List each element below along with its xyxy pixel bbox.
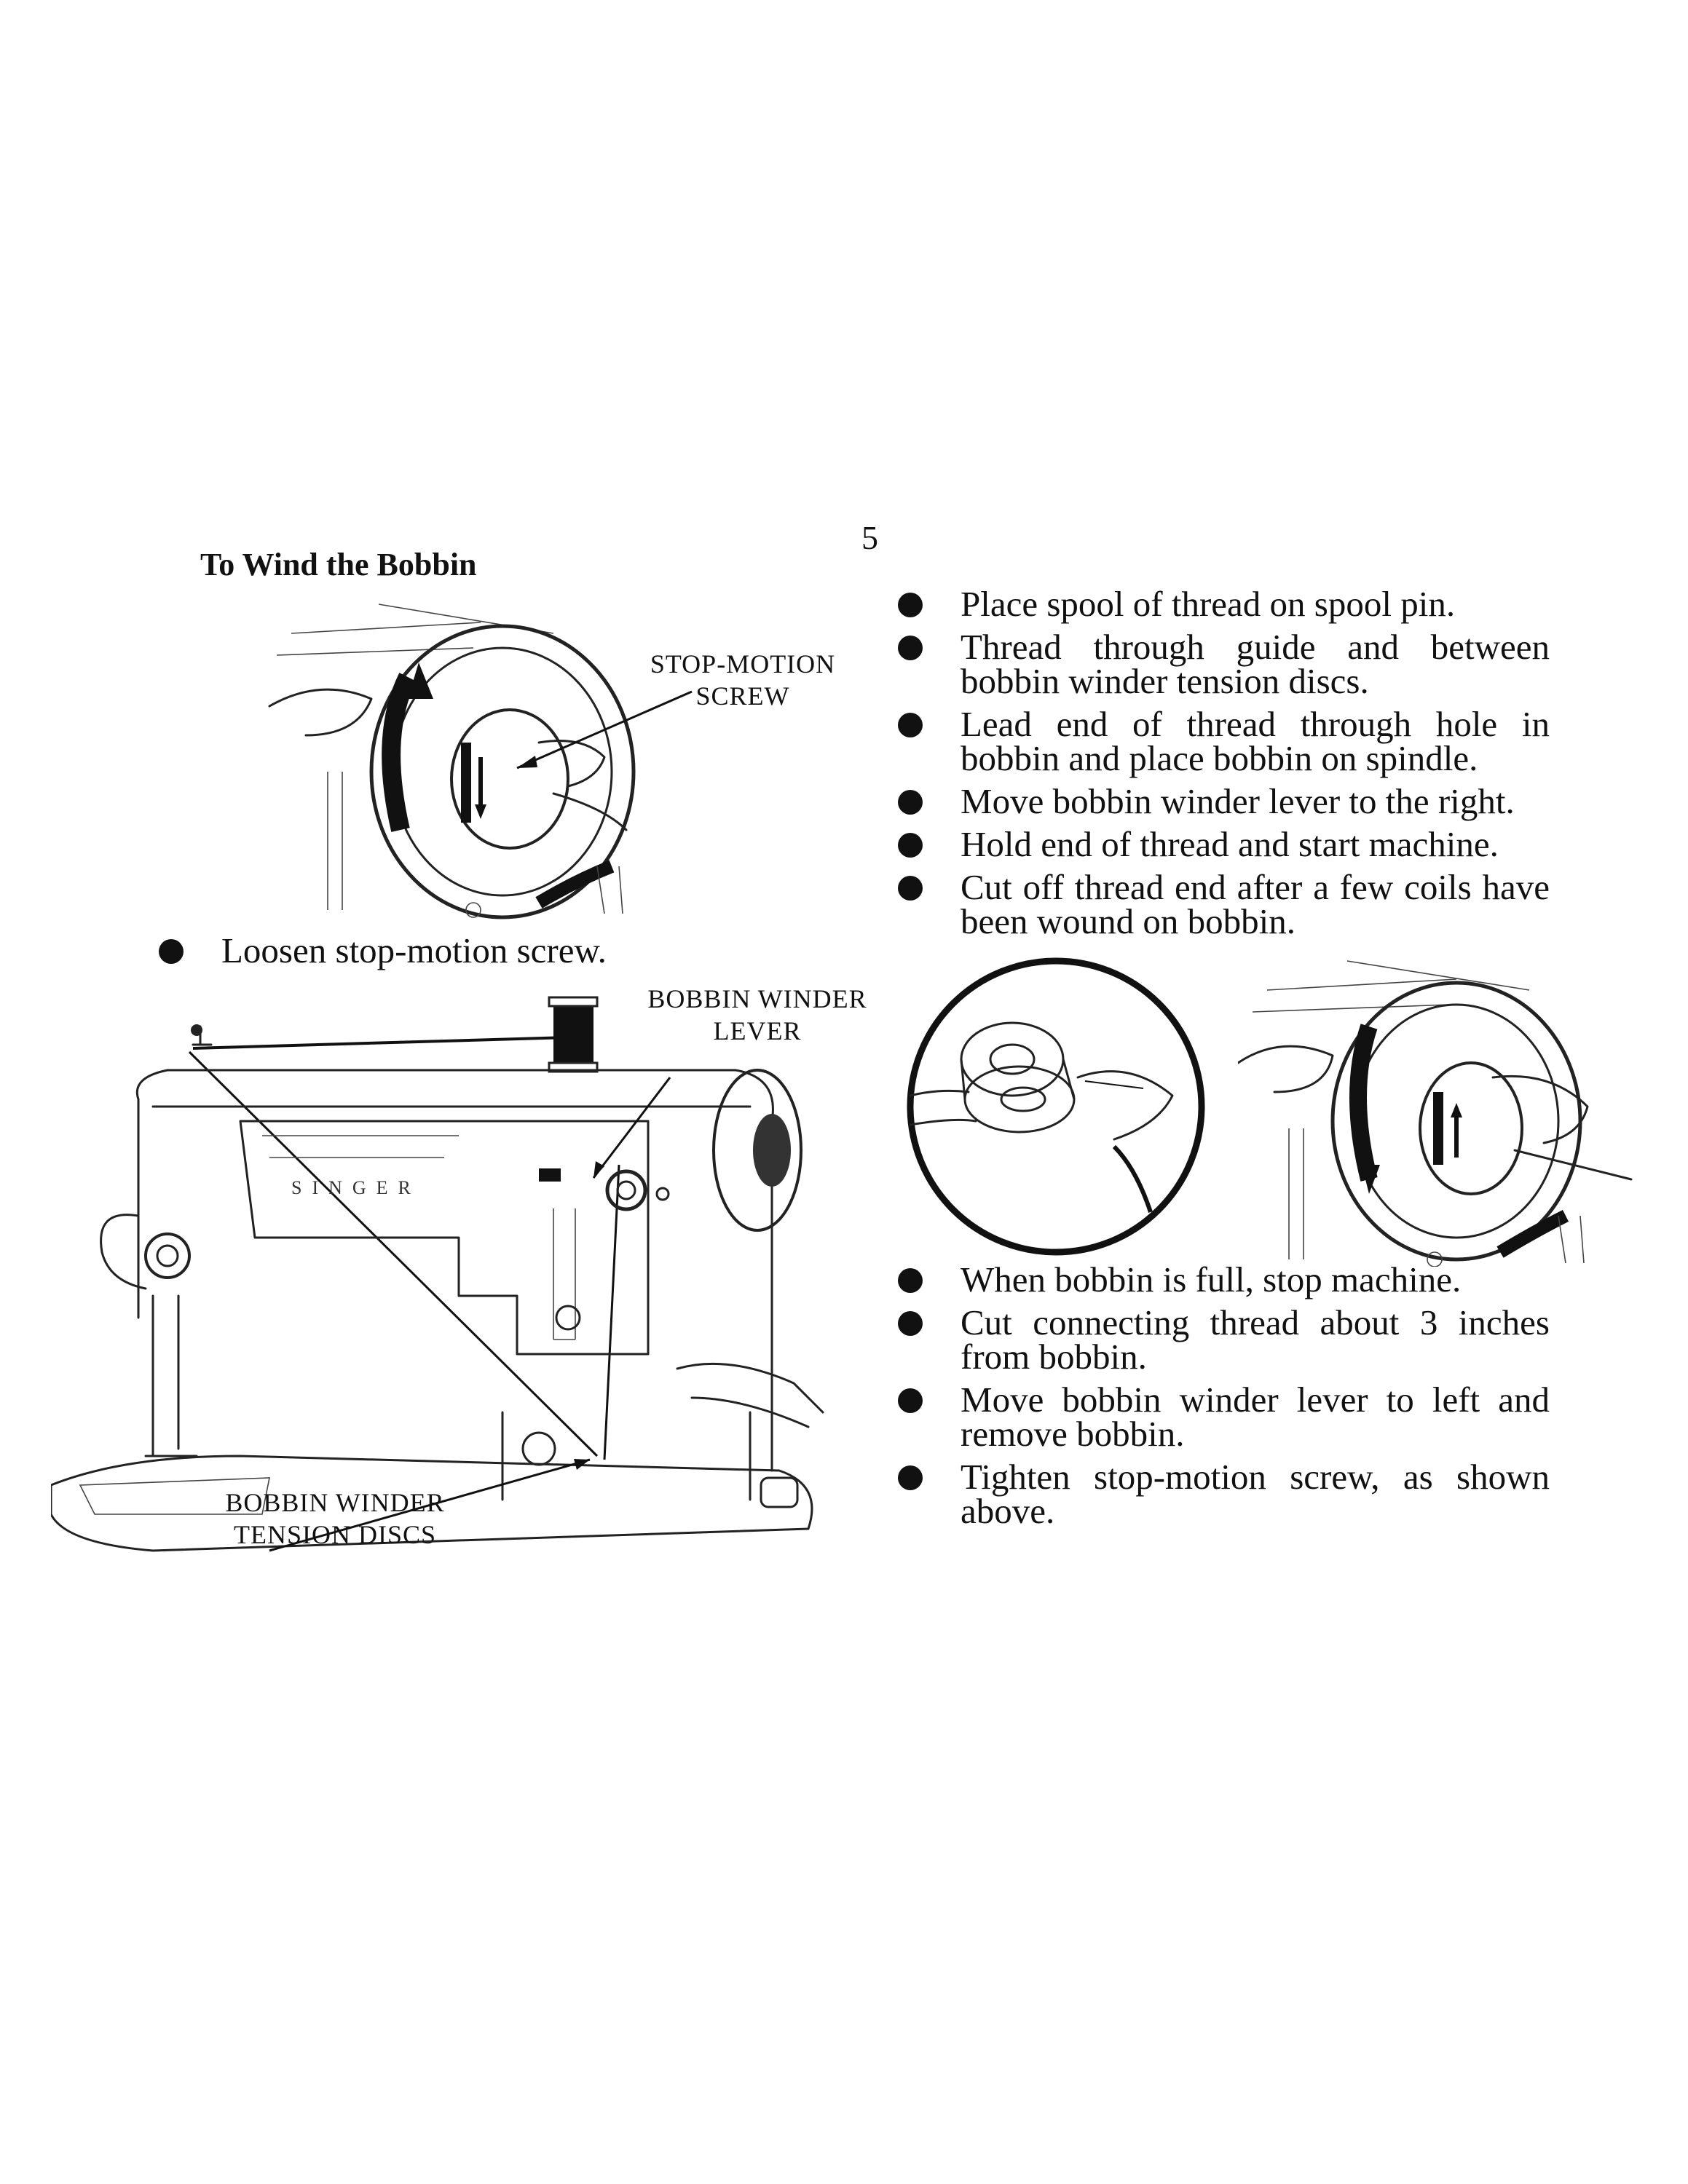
list-item: Tighten stop-motion screw, as shown abov… [898, 1459, 1550, 1529]
handwheel-tighten-illustration [1238, 960, 1633, 1267]
list-item: Hold end of thread and start machine. [898, 826, 1550, 862]
list-item: Loosen stop-motion screw. [159, 933, 712, 968]
list-item: Lead end of thread through hole in bobbi… [898, 706, 1550, 776]
bobbin-winder-lever-label: BOBBIN WINDER LEVER [647, 984, 867, 1045]
list-item: When bobbin is full, stop machine. [898, 1262, 1550, 1297]
handwheel-loosen-illustration [268, 604, 693, 919]
stop-motion-screw-label: STOP-MOTION SCREW [650, 649, 836, 711]
bullet-icon [898, 1268, 923, 1293]
list-item: Cut off thread end after a few coils hav… [898, 869, 1550, 939]
right-steps-top-list: Place spool of thread on spool pin. Thre… [898, 586, 1550, 947]
list-item: Cut connecting thread about 3 inches fro… [898, 1305, 1550, 1374]
bobbin-winder-tension-discs-label: BOBBIN WINDER TENSION DISCS [225, 1488, 445, 1549]
bullet-icon [898, 1311, 923, 1336]
bullet-icon [898, 713, 923, 737]
list-item: Thread through guide and between bobbin … [898, 629, 1550, 699]
bobbin-closeup-illustration [907, 957, 1205, 1256]
bullet-icon [898, 1465, 923, 1490]
list-item: Move bobbin winder lever to the right. [898, 783, 1550, 819]
bullet-icon [898, 833, 923, 858]
bullet-icon [898, 636, 923, 660]
bullet-icon [898, 790, 923, 815]
page-number: 5 [861, 519, 878, 556]
right-steps-bottom-list: When bobbin is full, stop machine. Cut c… [898, 1262, 1550, 1537]
left-steps-list: Loosen stop-motion screw. [159, 933, 712, 976]
bullet-icon [159, 939, 184, 964]
sewing-machine-illustration: SINGER [51, 996, 824, 1552]
bullet-icon [898, 876, 923, 901]
list-item: Place spool of thread on spool pin. [898, 586, 1550, 622]
bullet-icon [898, 1388, 923, 1413]
bullet-icon [898, 593, 923, 617]
list-item: Move bobbin winder lever to left and rem… [898, 1382, 1550, 1452]
brand-text: SINGER [291, 1177, 421, 1198]
page-title: To Wind the Bobbin [200, 547, 477, 582]
